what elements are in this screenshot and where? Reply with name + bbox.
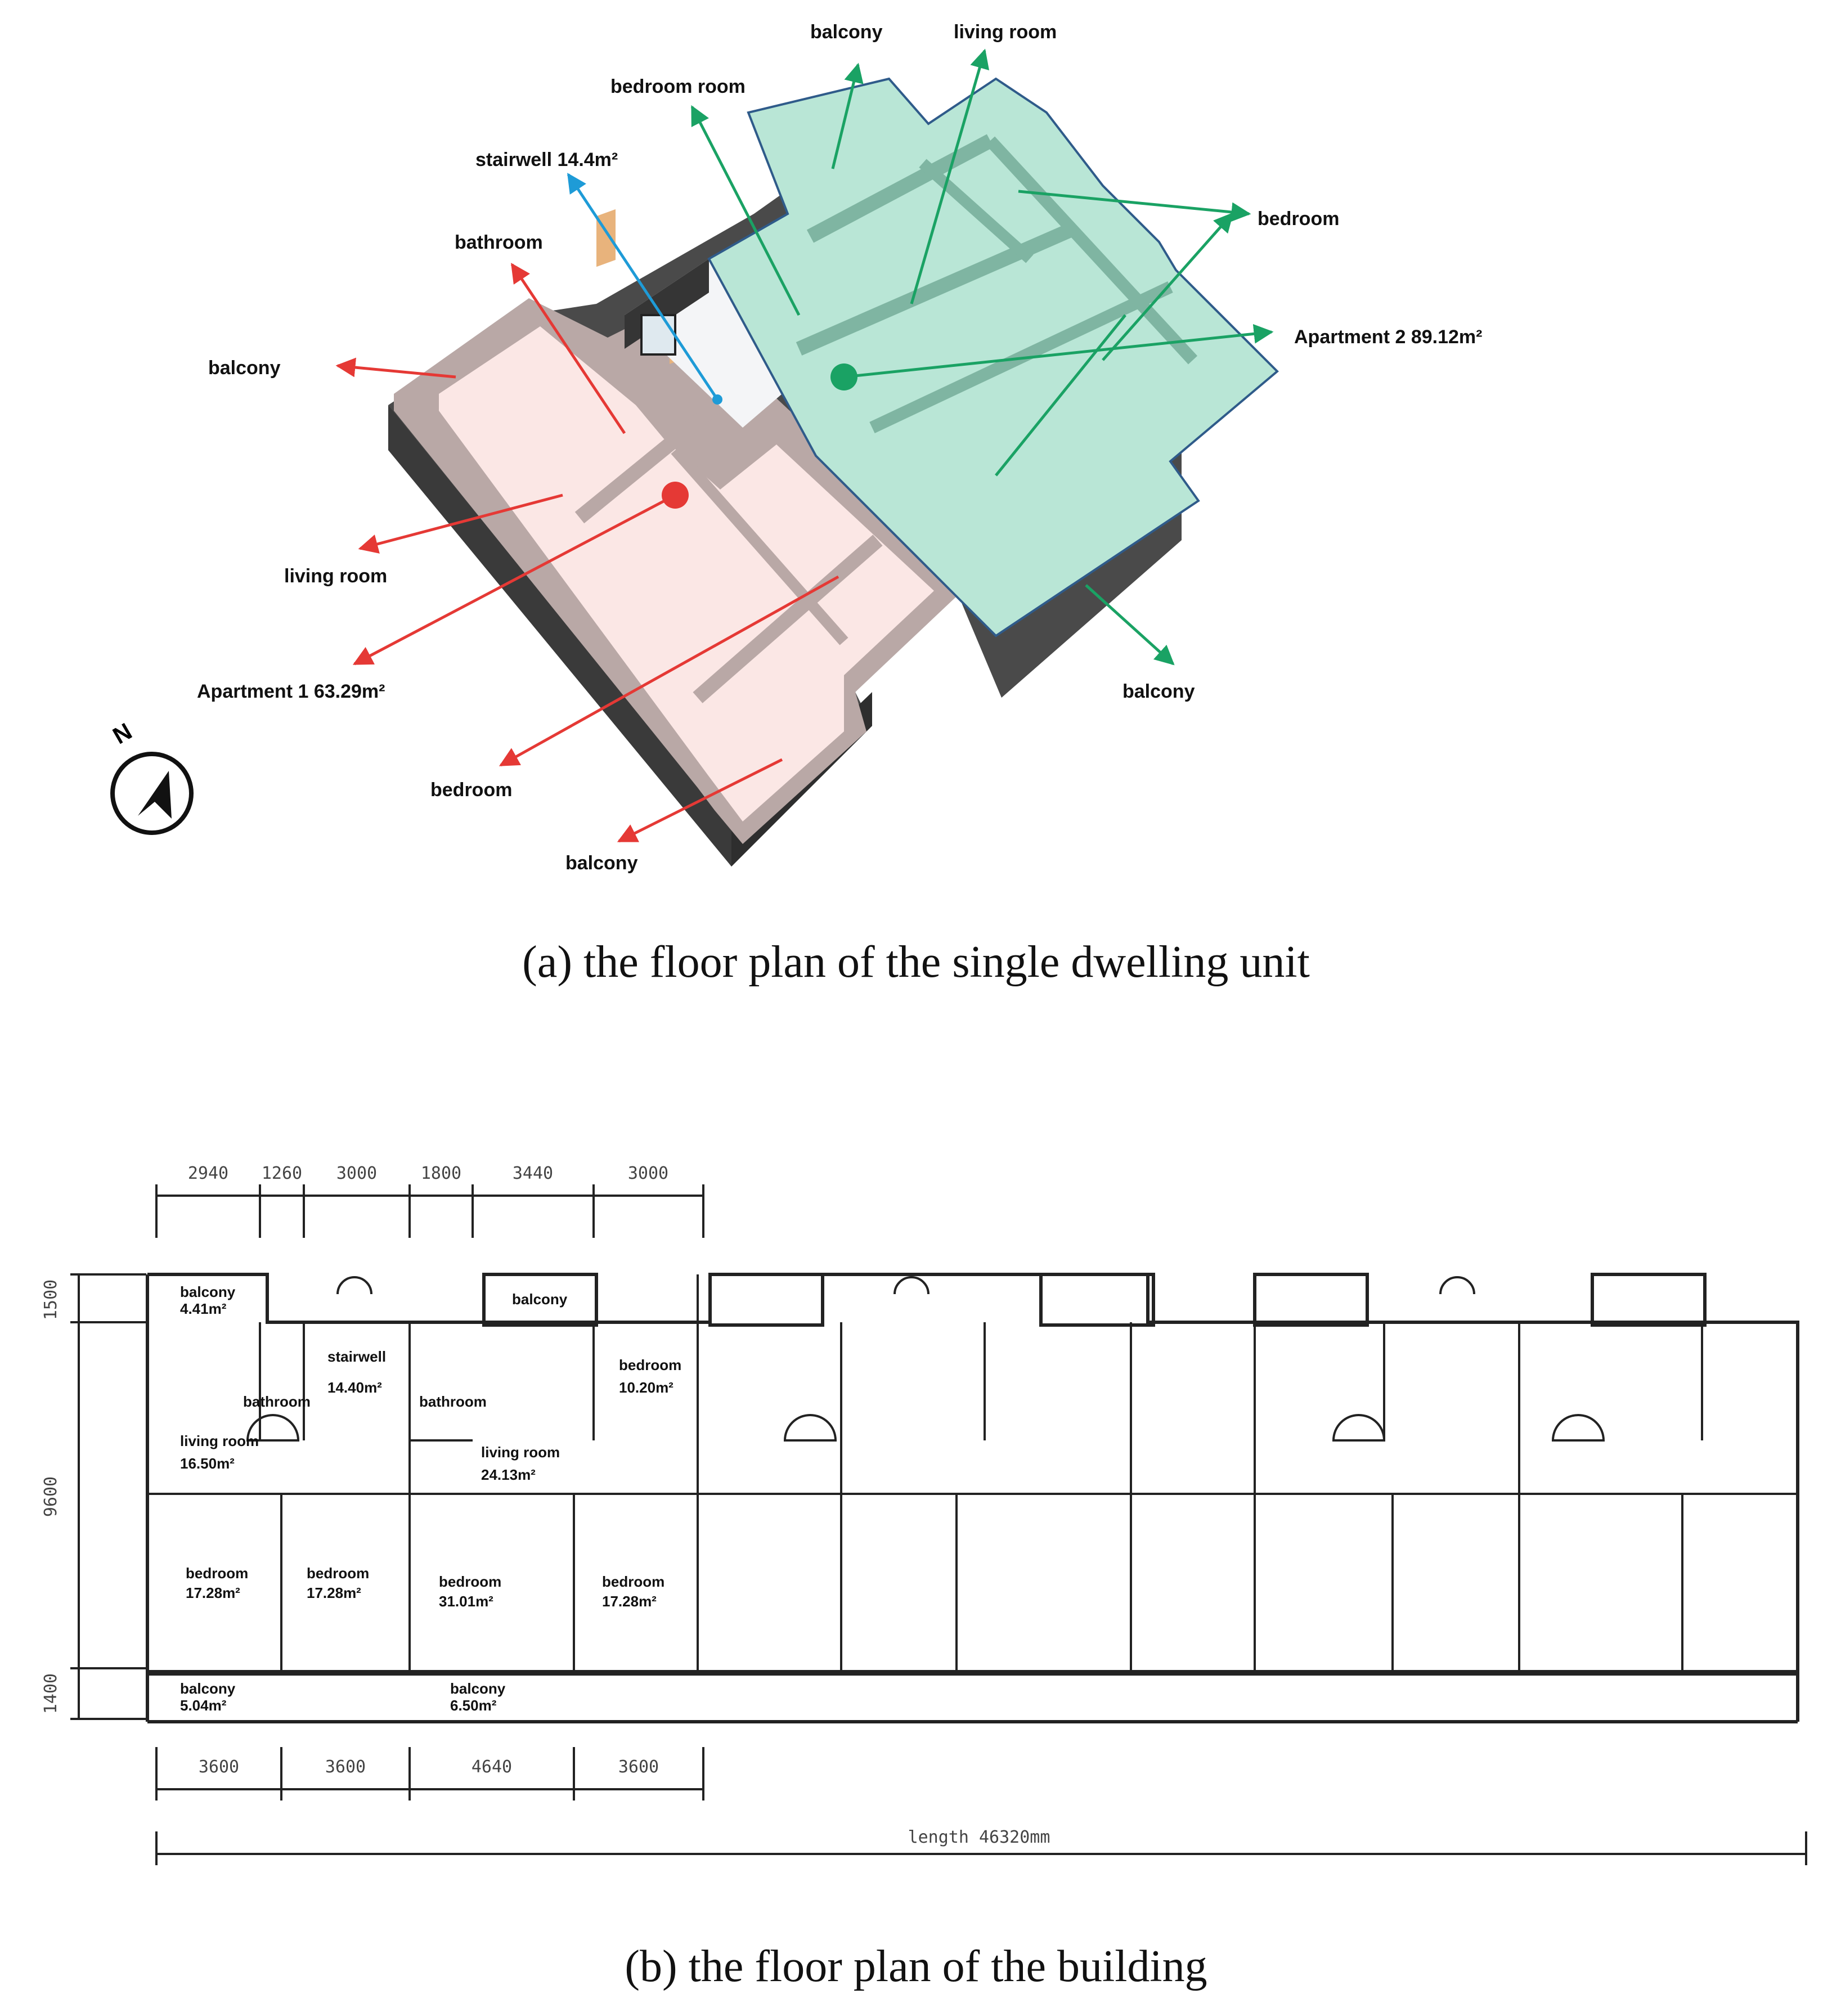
- dim-top-1: 2940: [188, 1164, 228, 1183]
- north-compass-icon: N: [108, 718, 194, 835]
- plan-drawing: 2940 1260 3000 1800 3440 3000 1500 9600 …: [41, 1164, 1807, 1865]
- room-bedroom3-name: bedroom: [439, 1573, 501, 1590]
- apartment-1-marker: [662, 482, 689, 509]
- room-balcony4-area: 6.50m²: [450, 1697, 497, 1714]
- dim-left-2: 9600: [41, 1476, 61, 1517]
- room-bathroom1-name: bathroom: [243, 1393, 311, 1410]
- label-stairwell: stairwell 14.4m²: [475, 149, 618, 170]
- label-apartment-1: Apartment 1 63.29m²: [197, 681, 385, 702]
- label-balcony-left: balcony: [208, 357, 281, 379]
- label-bedroom-right: bedroom: [1258, 208, 1339, 230]
- room-stairwell-area: 14.40m²: [327, 1379, 382, 1396]
- room-balcony4-name: balcony: [450, 1680, 506, 1697]
- label-bedroom-room: bedroom room: [610, 76, 746, 97]
- room-living1-area: 16.50m²: [180, 1455, 235, 1472]
- label-bathroom: bathroom: [455, 232, 543, 253]
- building-plan-figure: 2940 1260 3000 1800 3440 3000 1500 9600 …: [0, 1125, 1832, 1902]
- room-bedroom4-area: 17.28m²: [602, 1593, 657, 1610]
- apartment-1-block: [394, 209, 957, 844]
- apartment-2-arrows: [690, 48, 1274, 666]
- building-outline: [146, 1273, 1799, 1723]
- label-apartment-2: Apartment 2 89.12m²: [1294, 326, 1482, 348]
- dim-bottom-1: 3600: [199, 1757, 239, 1777]
- left-dimension-chain: [70, 1273, 146, 1720]
- bottom-dimension-chain: [155, 1747, 1807, 1865]
- dim-length: length 46320mm: [908, 1828, 1050, 1847]
- isometric-unit-figure: balcony living room bedroom room stairwe…: [0, 0, 1832, 912]
- room-bedroom1-area: 17.28m²: [186, 1584, 240, 1601]
- room-bedroom2-name: bedroom: [307, 1565, 369, 1582]
- dim-top-4: 1800: [421, 1164, 461, 1183]
- room-balcony2-name: balcony: [512, 1291, 568, 1308]
- label-balcony-top: balcony: [810, 21, 883, 43]
- dim-left-1: 1500: [41, 1279, 61, 1320]
- dim-top-6: 3000: [628, 1164, 668, 1183]
- room-bathroom2-name: bathroom: [419, 1393, 487, 1410]
- interior-walls: [147, 1274, 1798, 1674]
- dim-bottom-3: 4640: [472, 1757, 512, 1777]
- label-living-room-top: living room: [954, 21, 1057, 43]
- caption-a: (a) the floor plan of the single dwellin…: [522, 937, 1310, 987]
- caption-b: (b) the floor plan of the building: [625, 1942, 1207, 1991]
- apartment-1-arrows: [335, 263, 839, 843]
- label-bedroom-bottom: bedroom: [430, 779, 512, 801]
- dim-bottom-4: 3600: [618, 1757, 659, 1777]
- dim-top-5: 3440: [513, 1164, 553, 1183]
- apartment-2-marker: [830, 363, 857, 390]
- stairwell-dot: [712, 394, 722, 405]
- dim-top-3: 3000: [336, 1164, 377, 1183]
- stairwell-arrow: [567, 173, 719, 401]
- label-living-room-left: living room: [284, 565, 387, 587]
- room-balcony1-name: balcony: [180, 1283, 236, 1300]
- room-living1-name: living room: [180, 1433, 259, 1449]
- room-living2-area: 24.13m²: [481, 1466, 536, 1483]
- room-bedroom1-name: bedroom: [186, 1565, 248, 1582]
- room-bedroom-ne-area: 10.20m²: [619, 1379, 673, 1396]
- room-balcony3-name: balcony: [180, 1680, 236, 1697]
- label-balcony-bottom: balcony: [565, 852, 638, 874]
- room-bedroom3-area: 31.01m²: [439, 1593, 493, 1610]
- room-bedroom4-name: bedroom: [602, 1573, 664, 1590]
- room-bedroom-ne-name: bedroom: [619, 1357, 681, 1373]
- dim-top-2: 1260: [262, 1164, 302, 1183]
- isometric-drawing: balcony living room bedroom room stairwe…: [108, 21, 1482, 874]
- room-bedroom2-area: 17.28m²: [307, 1584, 361, 1601]
- room-living2-name: living room: [481, 1444, 560, 1461]
- top-dimension-chain: [155, 1184, 704, 1238]
- stairwell-block: [625, 259, 821, 428]
- compass-north-label: N: [108, 718, 136, 749]
- dim-bottom-2: 3600: [325, 1757, 366, 1777]
- dim-left-3: 1400: [41, 1673, 61, 1714]
- room-balcony3-area: 5.04m²: [180, 1697, 227, 1714]
- room-balcony1-area: 4.41m²: [180, 1300, 227, 1317]
- apartment-2-block: [707, 77, 1279, 637]
- room-stairwell-name: stairwell: [327, 1348, 386, 1365]
- label-balcony-right: balcony: [1122, 681, 1195, 702]
